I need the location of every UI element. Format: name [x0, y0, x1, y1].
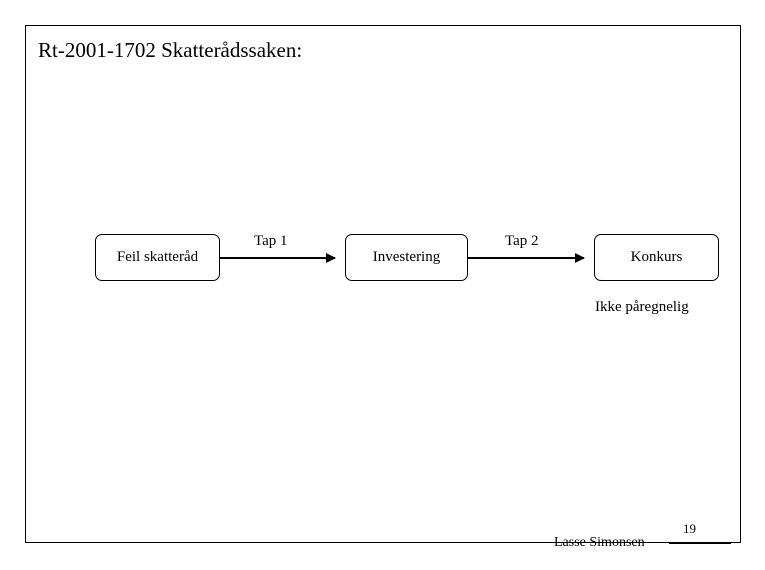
edge-label-tap-2: Tap 2: [505, 233, 539, 249]
slide-frame: Rt-2001-1702 Skatterådssaken: Feil skatt…: [25, 25, 741, 550]
footer-divider: [669, 543, 731, 544]
arrow-feil-skatterad-to-investering: [220, 253, 336, 263]
diagram-node-feil-skatterad: Feil skatteråd: [95, 234, 220, 281]
node-label: Investering: [372, 249, 441, 265]
footer-author: Lasse Simonsen: [554, 535, 645, 550]
diagram-node-investering: Investering: [345, 234, 468, 281]
edge-label-tap-1: Tap 1: [254, 233, 288, 249]
annotation-ikke-paregnelig: Ikke påregnelig: [595, 299, 689, 315]
node-label: Konkurs: [630, 249, 683, 265]
arrow-investering-to-konkurs: [468, 253, 585, 263]
page-title: Rt-2001-1702 Skatterådssaken:: [38, 38, 303, 62]
node-label: Feil skatteråd: [116, 249, 199, 265]
diagram-node-konkurs: Konkurs: [594, 234, 719, 281]
page-number: 19: [683, 521, 696, 536]
